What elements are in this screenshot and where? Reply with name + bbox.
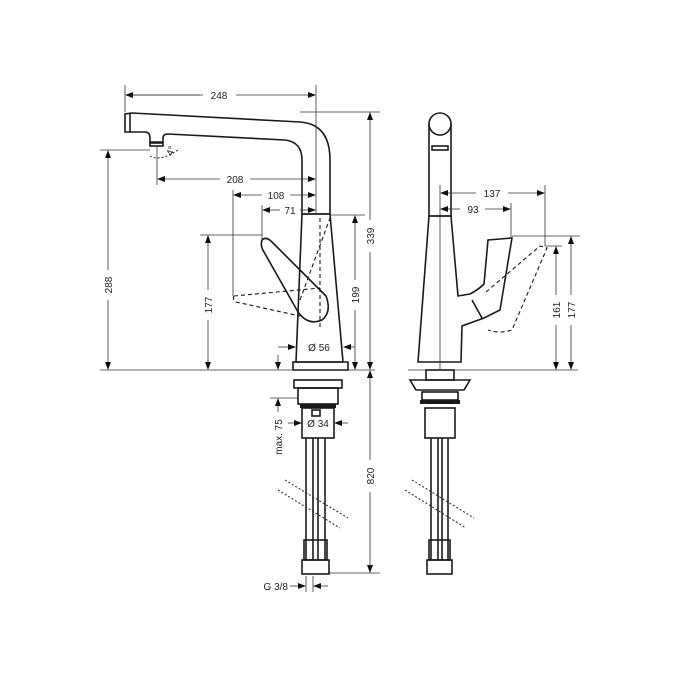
- dim-lever-reach-open: 108: [268, 191, 285, 202]
- dim-side-lever-reach-max: 137: [484, 189, 501, 200]
- dim-side-lever-height: 177: [567, 301, 578, 318]
- dim-side-lever-height-tilted: 161: [552, 301, 563, 318]
- dim-lever-height: 177: [204, 296, 215, 313]
- dim-connection-thread: G 3/8: [264, 582, 289, 593]
- dim-spout-reach: 248: [211, 91, 228, 102]
- dim-body-diameter: Ø 56: [308, 343, 330, 354]
- dim-body-top-height: 199: [351, 286, 362, 303]
- spout: [124, 112, 331, 215]
- dim-shank-diameter: Ø 34: [307, 419, 329, 430]
- side-view: 137 93 161 177: [404, 112, 580, 575]
- front-view: 248 4° 208 108 71 288: [100, 85, 380, 593]
- dim-total-height: 339: [366, 227, 377, 244]
- dim-spout-angle: 4°: [165, 145, 179, 158]
- dim-outlet-height: 288: [104, 276, 115, 293]
- dim-mount-depth: max. 75: [274, 419, 285, 455]
- dim-hose-length: 820: [366, 467, 377, 484]
- break-line: [284, 479, 349, 519]
- spout-head: [428, 112, 452, 136]
- hose-nut: [301, 559, 330, 575]
- dim-lever-reach-closed: 71: [284, 206, 296, 217]
- lever-open-position: [232, 287, 321, 317]
- mounting-shank: [293, 379, 343, 575]
- aerator: [149, 142, 164, 147]
- hose-fitting: [303, 539, 328, 561]
- dim-side-lever-reach: 93: [467, 205, 479, 216]
- dim-outlet-center: 208: [227, 175, 244, 186]
- lever: [260, 237, 330, 323]
